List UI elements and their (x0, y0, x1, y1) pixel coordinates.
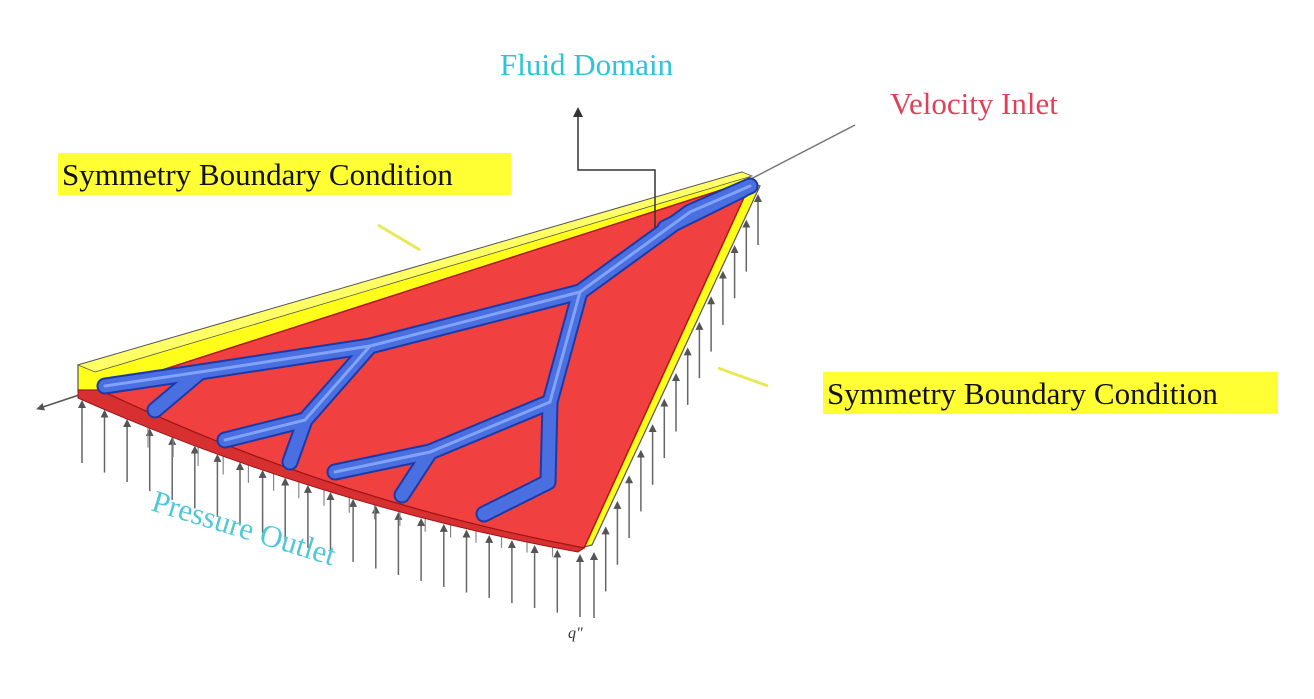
heat-flux-label: q" (568, 625, 583, 642)
fin-plate-front-edge (77, 389, 586, 553)
symmetry-right-highlight (823, 372, 1278, 414)
symmetry-top-highlight (58, 153, 511, 195)
symmetry-top-leader (377, 223, 421, 252)
symmetry-right-leader (717, 366, 769, 388)
inlet-axis-line (744, 124, 856, 183)
fluid-domain-leader (573, 107, 656, 228)
velocity-inlet-label: Velocity Inlet (890, 86, 1058, 121)
symmetry-wall-top-face (76, 171, 754, 373)
fluid-channels-highlight (103, 184, 752, 474)
symmetry-right-label: Symmetry Boundary Condition (827, 376, 1218, 411)
pressure-outlet-label: Pressure Outlet (148, 483, 341, 572)
symmetry-top-label: Symmetry Boundary Condition (62, 157, 453, 192)
fluid-domain-label: Fluid Domain (500, 47, 674, 82)
